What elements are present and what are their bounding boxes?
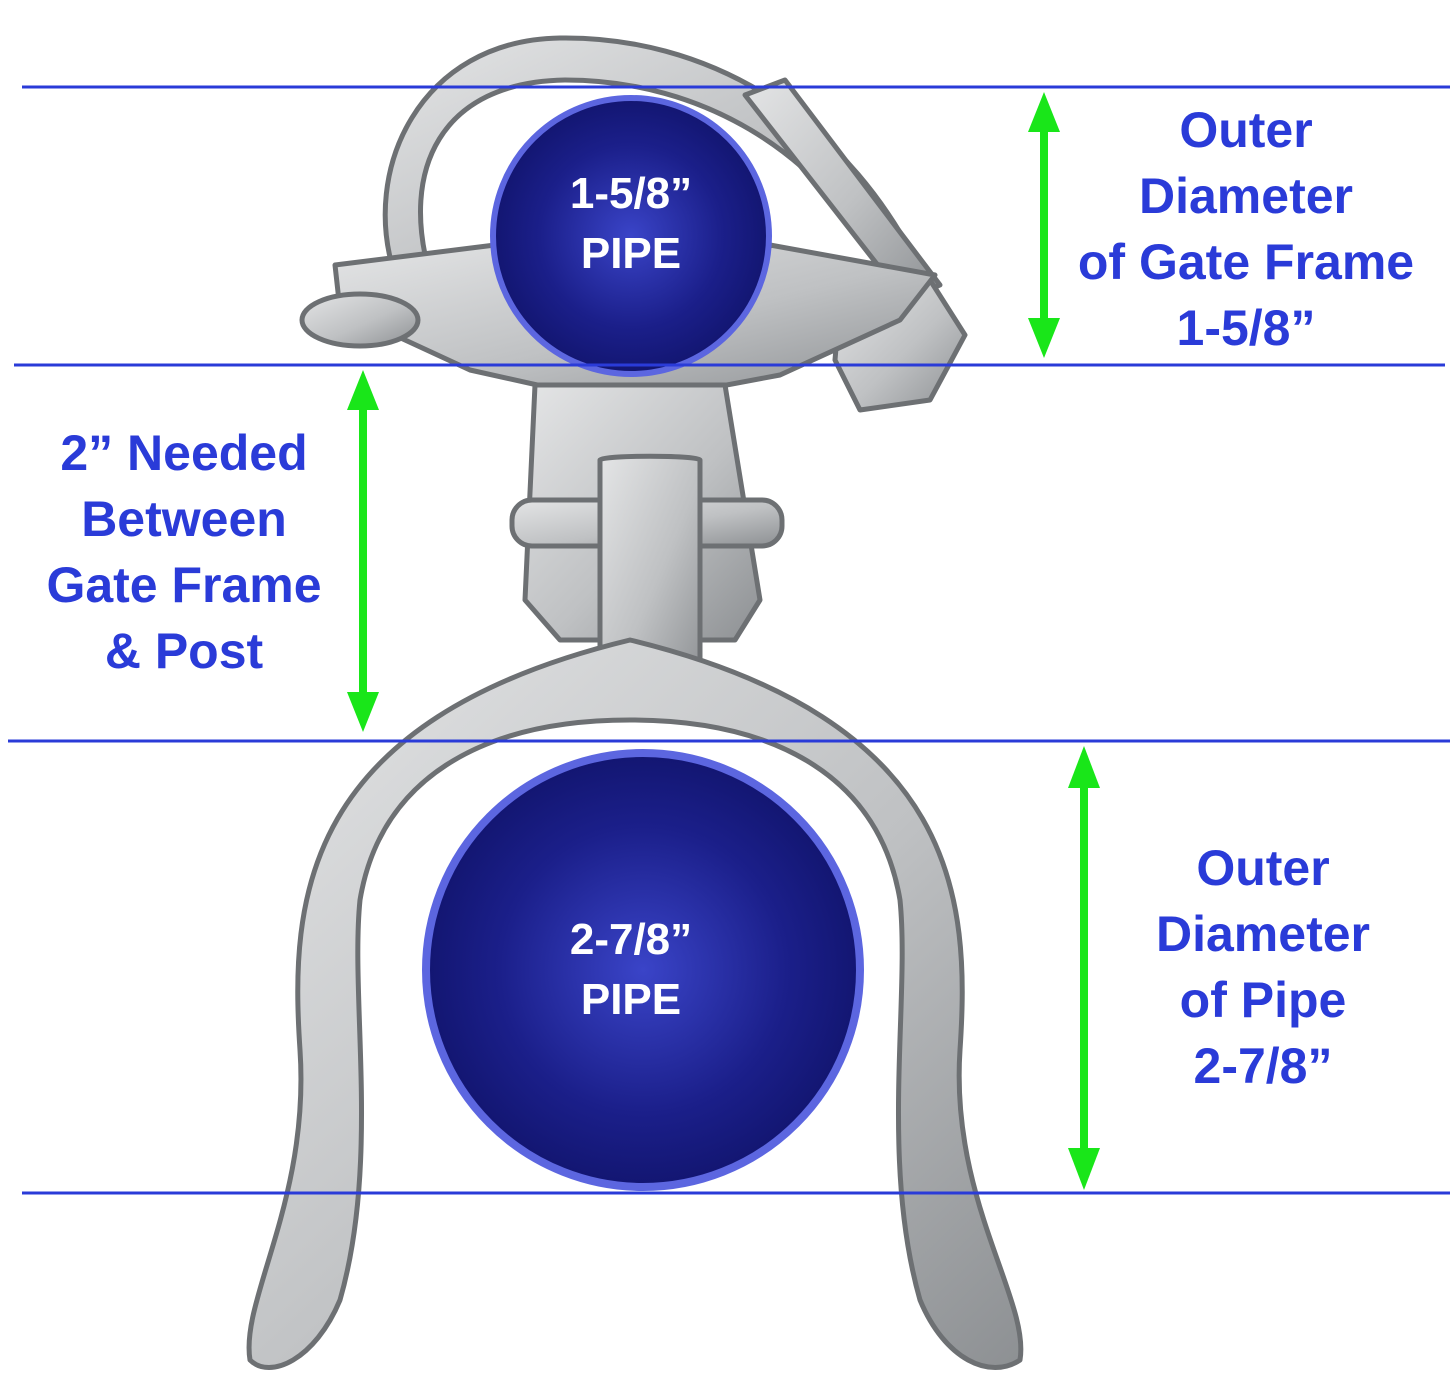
gap-dimension-arrow	[347, 370, 379, 732]
pipe-dimension-line-1: Outer	[1196, 840, 1330, 896]
guide-lines	[8, 85, 1450, 1195]
gate-frame-pipe	[490, 95, 772, 377]
gap-dimension-label: 2” Needed Between Gate Frame & Post	[14, 420, 354, 684]
gate-frame-dimension-label: Outer Diameter of Gate Frame 1-5/8”	[1046, 97, 1446, 361]
post-pipe	[422, 749, 864, 1191]
gate-frame-dimension-line-3: of Gate Frame	[1077, 234, 1415, 290]
gap-dimension-line-2: Between	[81, 491, 287, 547]
pipe-dimension-label: Outer Diameter of Pipe 2-7/8”	[1113, 835, 1413, 1099]
post-clamp	[246, 637, 1024, 1370]
post-dimension-arrow	[1068, 746, 1100, 1190]
post-pipe-size: 2-7/8”	[569, 915, 693, 964]
washer	[299, 291, 421, 349]
bolt-thread	[742, 77, 943, 303]
gate-frame-dimension-line-4: 1-5/8”	[1176, 300, 1316, 356]
gap-dimension-line-4: & Post	[104, 623, 264, 679]
hinge-illustration	[246, 35, 1024, 1370]
gap-dimension-line-1: 2” Needed	[60, 425, 308, 481]
pipe-dimension-line-4: 2-7/8”	[1193, 1038, 1333, 1094]
post-pipe-label: 2-7/8” PIPE	[531, 910, 731, 1030]
gate-frame-dimension-arrow	[1028, 92, 1060, 358]
pipe-dimension-line-2: Diameter	[1156, 906, 1370, 962]
gate-frame-pipe-label: 1-5/8” PIPE	[531, 164, 731, 284]
gap-dimension-line-3: Gate Frame	[46, 557, 322, 613]
post-pipe-word: PIPE	[580, 975, 682, 1024]
gate-frame-dimension-line-1: Outer	[1179, 102, 1313, 158]
gate-frame-pipe-word: PIPE	[580, 229, 682, 278]
gate-frame-pipe-size: 1-5/8”	[569, 169, 693, 218]
pipe-dimension-line-3: of Pipe	[1179, 972, 1347, 1028]
gate-frame-dimension-line-2: Diameter	[1139, 168, 1353, 224]
hinge-tongue	[597, 453, 703, 693]
